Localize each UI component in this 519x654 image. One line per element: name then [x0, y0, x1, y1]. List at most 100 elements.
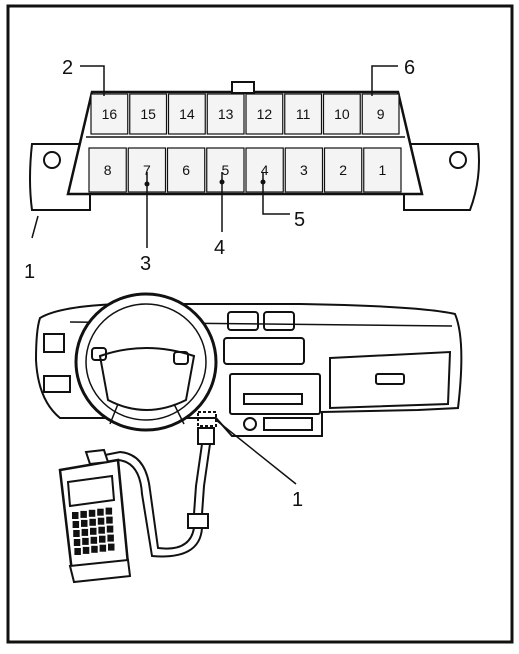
keypad-key: [90, 536, 98, 544]
keypad-key: [91, 545, 98, 553]
pin-label: 8: [104, 162, 112, 178]
pin-label: 2: [339, 162, 347, 178]
leader-1-upper: [31, 215, 39, 239]
pin-box: [323, 147, 363, 193]
left-mount-hole: [43, 151, 61, 169]
leader-6: [371, 65, 398, 96]
left-vent: [43, 333, 65, 353]
pin-label: 13: [218, 106, 234, 122]
keypad-key: [97, 508, 104, 516]
keypad-key: [99, 544, 107, 552]
center-vent-right: [263, 311, 295, 331]
keypad-key: [88, 509, 96, 517]
pin-box: [245, 147, 284, 193]
pin-label: 5: [221, 162, 229, 178]
pin-box: [284, 147, 324, 193]
pin-label: 6: [182, 162, 190, 178]
pin-box: [129, 93, 168, 135]
leader-2: [80, 65, 105, 96]
pin-box: [363, 147, 402, 193]
cable-upper-b: [201, 443, 211, 515]
keypad-key: [80, 510, 87, 518]
pin-box: [206, 147, 245, 193]
steering-wheel-hub: [98, 347, 196, 411]
keypad-key: [72, 521, 80, 528]
pin-cell-8: 8: [88, 147, 127, 193]
cable-lower-b: [103, 458, 203, 558]
pin-label: 11: [296, 106, 311, 122]
pin-label: 9: [377, 106, 385, 122]
keypad-key: [90, 527, 97, 535]
keypad-key: [107, 534, 114, 542]
scan-tool-screen: [66, 474, 116, 508]
steering-wheel-inner: [85, 303, 207, 421]
pin-cell-6: 6: [166, 147, 206, 193]
scan-tool-keypad: [72, 507, 115, 555]
callout-2: 2: [62, 57, 73, 79]
pin-cell-12: 12: [245, 93, 284, 135]
connector-latch: [231, 81, 255, 94]
dlc-plug: [197, 427, 215, 445]
pin-cell-9: 9: [361, 93, 400, 135]
callout-1-lower: 1: [292, 489, 303, 511]
glove-box-handle: [375, 373, 405, 385]
audio-slot: [243, 393, 303, 405]
pin-box: [322, 93, 361, 135]
keypad-key: [97, 517, 105, 525]
center-vent-left: [227, 311, 259, 331]
pin-label: 3: [300, 162, 308, 178]
pin-cell-3: 3: [284, 147, 324, 193]
keypad-key: [73, 539, 81, 546]
wheel-spokes: [109, 403, 185, 425]
leader-5: [262, 172, 290, 215]
pin-cell-14: 14: [167, 93, 206, 135]
right-mount-hole: [449, 151, 467, 169]
pin-cell-2: 2: [323, 147, 363, 193]
keypad-key: [82, 546, 90, 554]
keypad-key: [81, 528, 89, 536]
pin-cell-4: 4: [245, 147, 284, 193]
cable-lower-a: [99, 450, 195, 550]
keypad-key: [105, 507, 113, 515]
pin-label: 10: [334, 106, 350, 122]
pin-7-dot: [144, 181, 150, 187]
pin-label: 15: [140, 106, 156, 122]
pin-box: [206, 93, 245, 135]
pin-5-dot: [219, 179, 225, 185]
pin-label: 16: [102, 106, 118, 122]
pin-box: [88, 147, 127, 193]
scan-tool-assembly: [58, 427, 215, 584]
pin-label: 12: [257, 106, 273, 122]
pin-label: 7: [143, 162, 151, 178]
keypad-key: [81, 519, 88, 527]
lower-knob: [243, 417, 257, 431]
wheel-switch-right: [173, 351, 189, 365]
dashboard: [34, 292, 463, 437]
pin-cell-10: 10: [322, 93, 361, 135]
callout-6: 6: [404, 57, 415, 79]
pin-box: [284, 93, 323, 135]
cable-adapter: [187, 513, 209, 529]
pin-label: 14: [179, 106, 195, 122]
keypad-key: [89, 518, 96, 526]
keypad-key: [108, 543, 115, 551]
callout-4: 4: [214, 237, 225, 259]
pin-box: [245, 93, 284, 135]
pin-cell-15: 15: [129, 93, 168, 135]
dlc-location: [197, 411, 217, 427]
pin-cell-13: 13: [206, 93, 245, 135]
scan-tool-connector: [84, 448, 110, 466]
callout-3: 3: [140, 253, 151, 275]
pin-box: [361, 93, 400, 135]
scan-tool-base: [68, 558, 132, 584]
connector-leaders: [31, 65, 398, 248]
pin-cell-16: 16: [90, 93, 129, 135]
keypad-key: [74, 548, 81, 555]
keypad-key: [106, 525, 114, 533]
audio-unit: [229, 373, 321, 415]
keypad-key: [73, 530, 80, 537]
pin-cell-5: 5: [206, 147, 245, 193]
top-pin-row: 16 15 14 13 12 11 10 9: [90, 93, 400, 135]
